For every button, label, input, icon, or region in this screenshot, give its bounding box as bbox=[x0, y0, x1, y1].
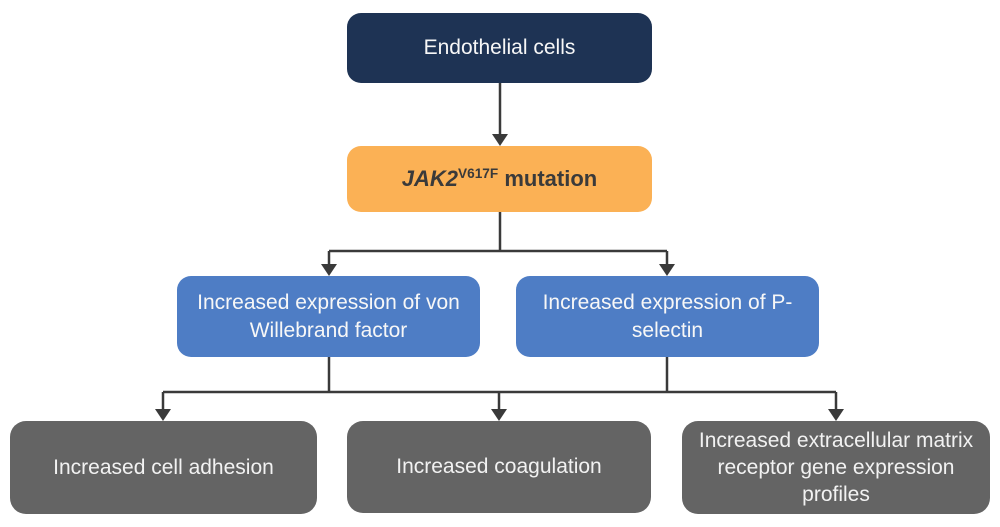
connector-expression-to-outcomes bbox=[155, 357, 844, 421]
node-von-willebrand-factor: Increased expression of von Willebrand f… bbox=[177, 276, 480, 357]
arrow-down-icon bbox=[155, 409, 171, 421]
arrow-down-icon bbox=[659, 264, 675, 276]
node-endothelial-cells-label: Endothelial cells bbox=[423, 36, 576, 60]
node-jak2-mutation-label: JAK2V617F mutation bbox=[402, 165, 597, 194]
node-ecm-receptor-gene-label: Increased extracellular matrix receptor … bbox=[698, 428, 974, 507]
connector-root-to-mutation bbox=[492, 83, 508, 146]
node-von-willebrand-factor-label: Increased expression of von Willebrand f… bbox=[197, 291, 460, 342]
node-cell-adhesion-label: Increased cell adhesion bbox=[53, 455, 274, 479]
gene-variant-superscript: V617F bbox=[458, 166, 499, 182]
gene-name: JAK2 bbox=[401, 165, 459, 191]
node-coagulation-label: Increased coagulation bbox=[396, 455, 602, 479]
mutation-suffix: mutation bbox=[498, 165, 598, 191]
node-p-selectin: Increased expression of P-selectin bbox=[516, 276, 819, 357]
arrow-down-icon bbox=[491, 409, 507, 421]
node-jak2-mutation: JAK2V617F mutation bbox=[347, 146, 652, 212]
arrow-down-icon bbox=[492, 134, 508, 146]
arrow-down-icon bbox=[828, 409, 844, 421]
node-p-selectin-label: Increased expression of P-selectin bbox=[542, 291, 793, 342]
node-endothelial-cells: Endothelial cells bbox=[347, 13, 652, 83]
node-coagulation: Increased coagulation bbox=[347, 421, 651, 513]
connector-mutation-to-expression bbox=[321, 212, 675, 276]
node-ecm-receptor-gene: Increased extracellular matrix receptor … bbox=[682, 421, 990, 514]
node-cell-adhesion: Increased cell adhesion bbox=[10, 421, 317, 514]
arrow-down-icon bbox=[321, 264, 337, 276]
